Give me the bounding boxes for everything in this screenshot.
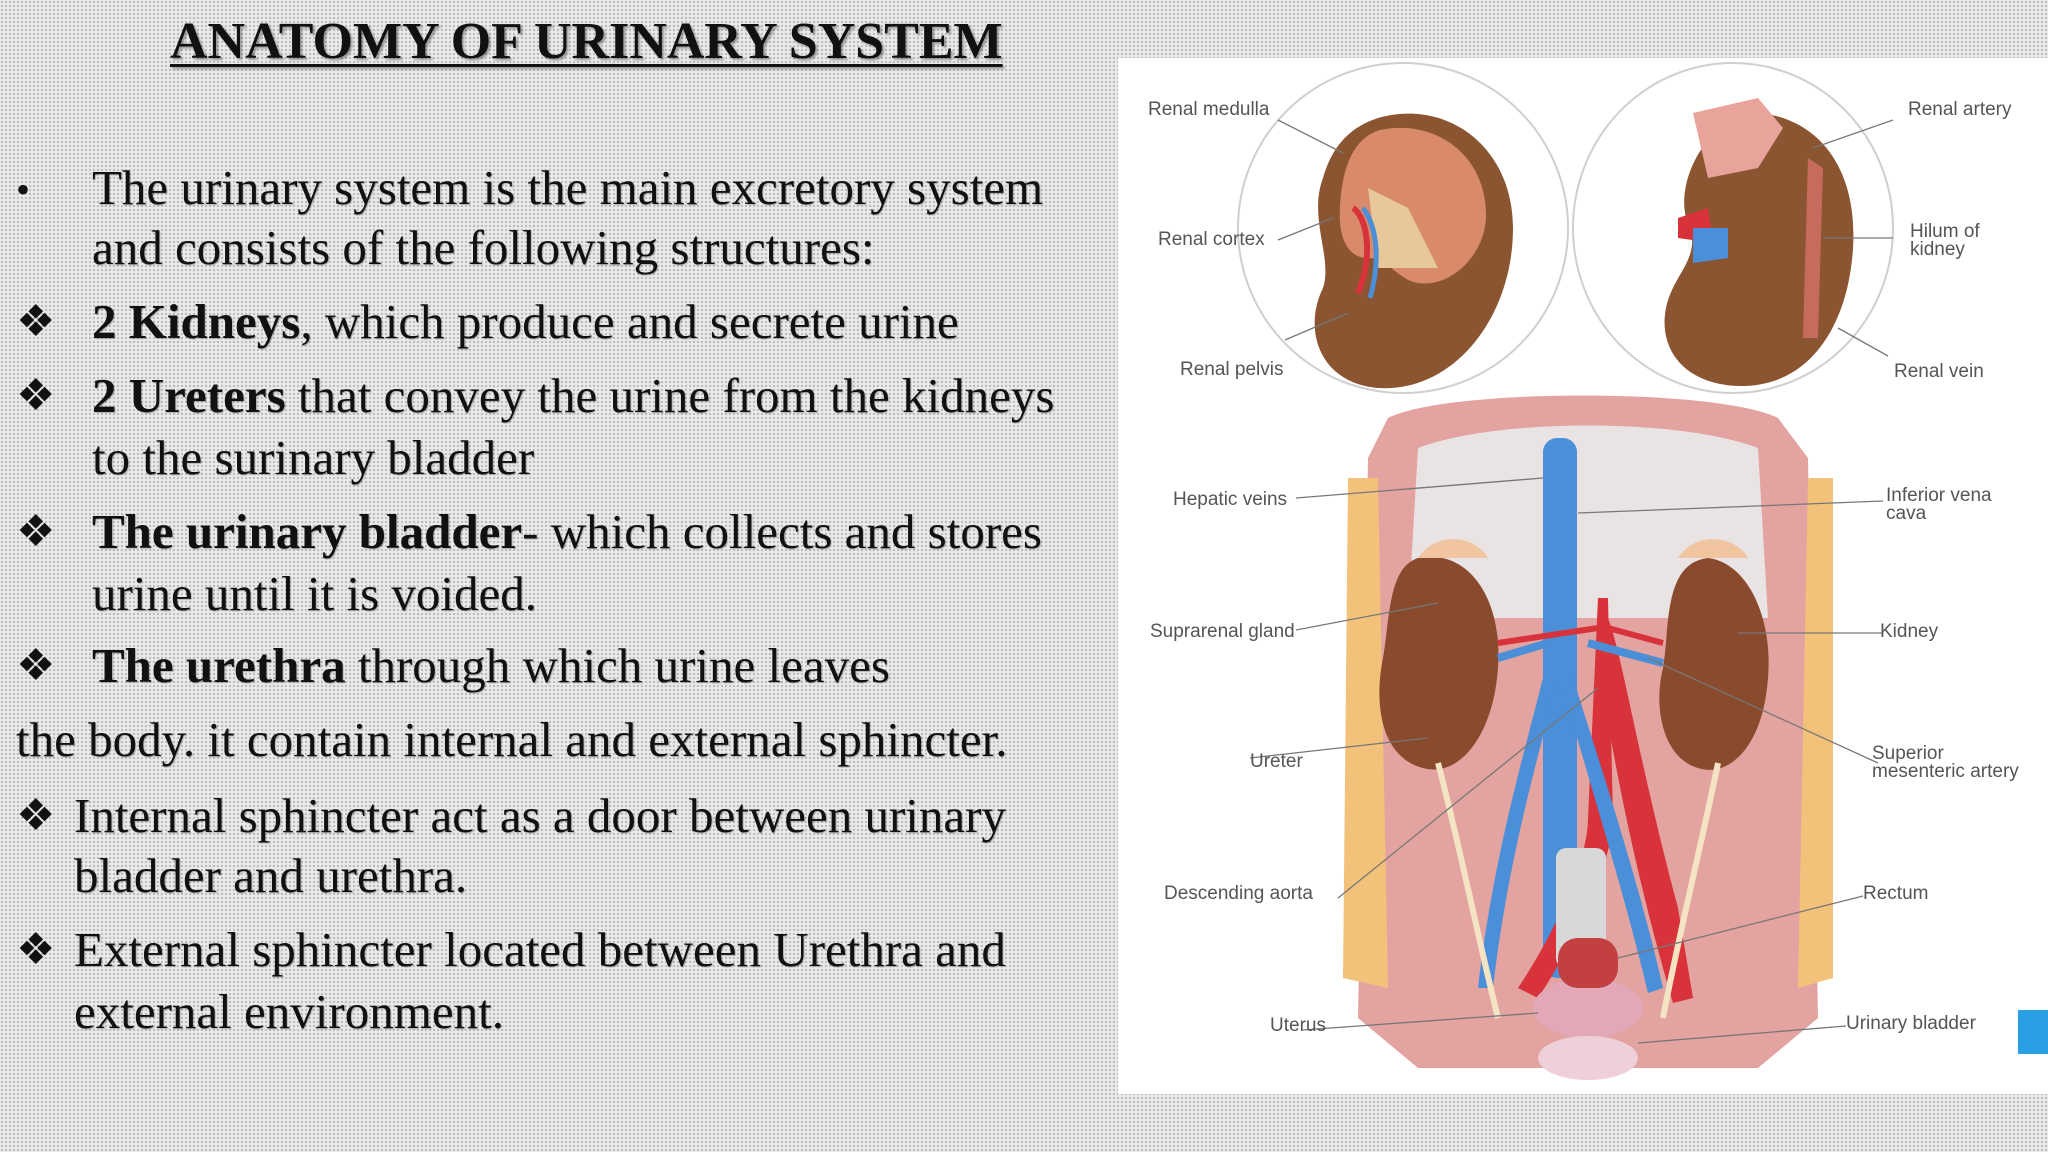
diamond-bullet: ❖ — [16, 371, 56, 420]
label-kidney: Kidney — [1880, 621, 1939, 642]
label-renal-cortex: Renal cortex — [1158, 229, 1265, 250]
label-renal-pelvis: Renal pelvis — [1180, 359, 1284, 380]
label-suprarenal-gland: Suprarenal gland — [1150, 621, 1295, 642]
kidneys-bold: 2 Kidneys — [92, 294, 301, 349]
internal-line-1: Internal sphincter act as a door between… — [74, 788, 1006, 843]
ureters-line: 2 Ureters that convey the urine from the… — [92, 366, 1054, 426]
ureters-bold: 2 Ureters — [92, 368, 286, 423]
bladder-line-2: urine until it is voided. — [92, 566, 538, 621]
diamond-bullet: ❖ — [16, 925, 56, 974]
label-renal-medulla: Renal medulla — [1148, 99, 1270, 120]
intro-line-2: and consists of the following structures… — [92, 220, 875, 275]
label-renal-artery: Renal artery — [1908, 99, 2012, 120]
kidneys-text: , which produce and secrete urine — [300, 294, 959, 349]
label-hilum-line-1: Hilum of — [1910, 221, 1980, 242]
ureters-line-2: to the surinary bladder — [92, 430, 535, 485]
label-descending-aorta: Descending aorta — [1164, 883, 1313, 904]
external-line-1: External sphincter located between Ureth… — [74, 922, 1006, 977]
bladder-line: The urinary bladder- which collects and … — [92, 502, 1042, 562]
label-renal-vein: Renal vein — [1894, 361, 1984, 382]
diamond-bullet: ❖ — [16, 297, 56, 346]
label-hepatic-veins: Hepatic veins — [1173, 489, 1288, 510]
label-rectum: Rectum — [1863, 883, 1929, 904]
bladder-bold: The urinary bladder — [92, 504, 523, 559]
label-ivc-line-2: cava — [1886, 503, 1927, 524]
label-uterus: Uterus — [1270, 1015, 1326, 1036]
ureters-text: that convey the urine from the kidneys — [285, 368, 1055, 423]
anatomy-figure: Renal medulla Renal cortex Renal pelvis … — [1118, 58, 2048, 1094]
diamond-bullet: ❖ — [16, 791, 56, 840]
external-line-2: external environment. — [74, 984, 504, 1039]
dot-bullet: • — [16, 167, 31, 212]
kidneys-line: 2 Kidneys, which produce and secrete uri… — [92, 292, 959, 352]
urethra-line: The urethra through which urine leaves — [92, 636, 890, 696]
label-ivc-line-1: Inferior vena — [1886, 485, 1992, 506]
label-sma-line-2: mesenteric artery — [1872, 761, 2019, 782]
intro-line-1: The urinary system is the main excretory… — [92, 160, 1044, 215]
urethra-bold: The urethra — [92, 638, 346, 693]
urethra-line-2: the body. it contain internal and extern… — [16, 712, 1008, 767]
label-ureter: Ureter — [1250, 751, 1303, 772]
label-hilum-line-2: kidney — [1910, 239, 1965, 260]
diamond-bullet: ❖ — [16, 641, 56, 690]
anatomy-illustration — [1237, 62, 1894, 1080]
label-urinary-bladder: Urinary bladder — [1846, 1013, 1976, 1034]
bladder-text: - which collects and stores — [522, 504, 1042, 559]
diamond-bullet: ❖ — [16, 507, 56, 556]
internal-line-2: bladder and urethra. — [74, 848, 468, 903]
urethra-text: through which urine leaves — [345, 638, 890, 693]
logo-badge-icon — [2018, 1010, 2048, 1054]
label-sma-line-1: Superior — [1872, 743, 1944, 764]
slide-title: ANATOMY OF URINARY SYSTEM — [170, 13, 1003, 70]
